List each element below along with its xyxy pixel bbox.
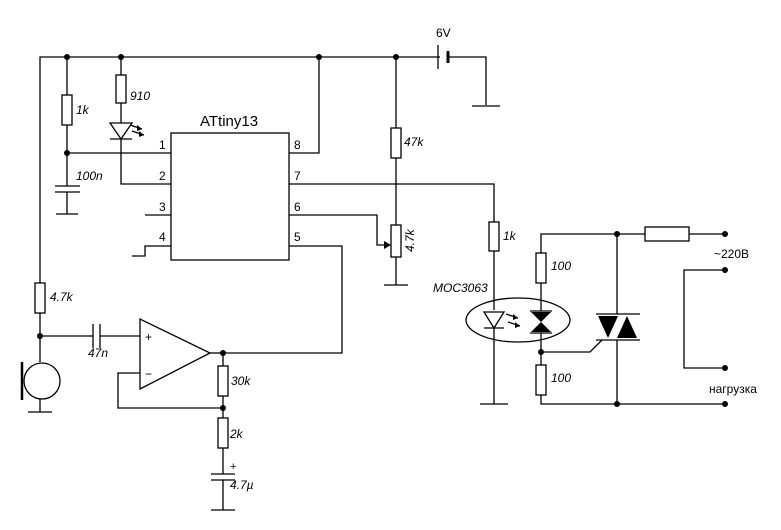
resistor-1k-right-label: 1k — [503, 229, 517, 243]
capacitor-47n — [40, 324, 140, 348]
resistor-910-label: 910 — [130, 89, 150, 103]
microphone — [20, 362, 61, 413]
top-power-rail — [39, 45, 500, 283]
pin-5-label: 5 — [294, 230, 301, 244]
capacitor-polarity-label: + — [230, 461, 236, 473]
resistor-100-top — [535, 233, 645, 311]
resistor-100-bottom — [535, 333, 725, 405]
pin-2-label: 2 — [159, 169, 166, 183]
chip-name: ATtiny13 — [200, 113, 258, 130]
supply-voltage-label: 6V — [436, 26, 451, 40]
resistor-910 — [115, 57, 127, 123]
resistor-1k-top-label: 1k — [76, 103, 90, 117]
pin-4-label: 4 — [159, 230, 166, 244]
optocoupler-label: MOC3063 — [433, 281, 488, 295]
capacitor-4-7u — [211, 473, 235, 511]
status-led — [108, 122, 171, 185]
pin-3-label: 3 — [159, 200, 166, 214]
load-label: нагрузка — [709, 382, 757, 396]
pin-8-label: 8 — [294, 138, 301, 152]
moc3063-optocoupler — [465, 297, 571, 405]
resistor-100-top-label: 100 — [551, 259, 571, 273]
resistor-47k — [390, 57, 402, 225]
potentiometer-label: 4.7k — [403, 228, 417, 252]
opamp-plus-label: + — [145, 330, 152, 344]
pin-7-label: 7 — [294, 169, 301, 183]
potentiometer-4-7k — [384, 224, 408, 286]
pin-6-label: 6 — [294, 200, 301, 214]
resistor-4-7k-left — [34, 282, 46, 362]
fuse — [644, 226, 725, 242]
resistor-2k — [217, 417, 229, 474]
resistor-1k-top — [61, 57, 73, 186]
capacitor-4-7u-label: 4.7µ — [230, 478, 254, 492]
resistor-1k-right — [488, 221, 500, 310]
capacitor-100n — [55, 185, 80, 215]
power-triac — [596, 234, 640, 404]
capacitor-100n-label: 100n — [76, 169, 103, 183]
resistor-2k-label: 2k — [229, 427, 244, 441]
mains-voltage-label: ~220В — [714, 247, 749, 261]
pin-1-label: 1 — [159, 138, 166, 152]
resistor-30k-label: 30k — [231, 374, 251, 388]
opamp-minus-label: − — [145, 367, 152, 381]
resistor-47k-label: 47k — [404, 135, 424, 149]
resistor-100-bottom-label: 100 — [551, 371, 571, 385]
capacitor-47n-label: 47n — [88, 346, 108, 360]
attiny13-chip — [170, 132, 290, 261]
op-amp — [117, 317, 223, 409]
resistor-4-7k-left-label: 4.7k — [50, 290, 74, 304]
